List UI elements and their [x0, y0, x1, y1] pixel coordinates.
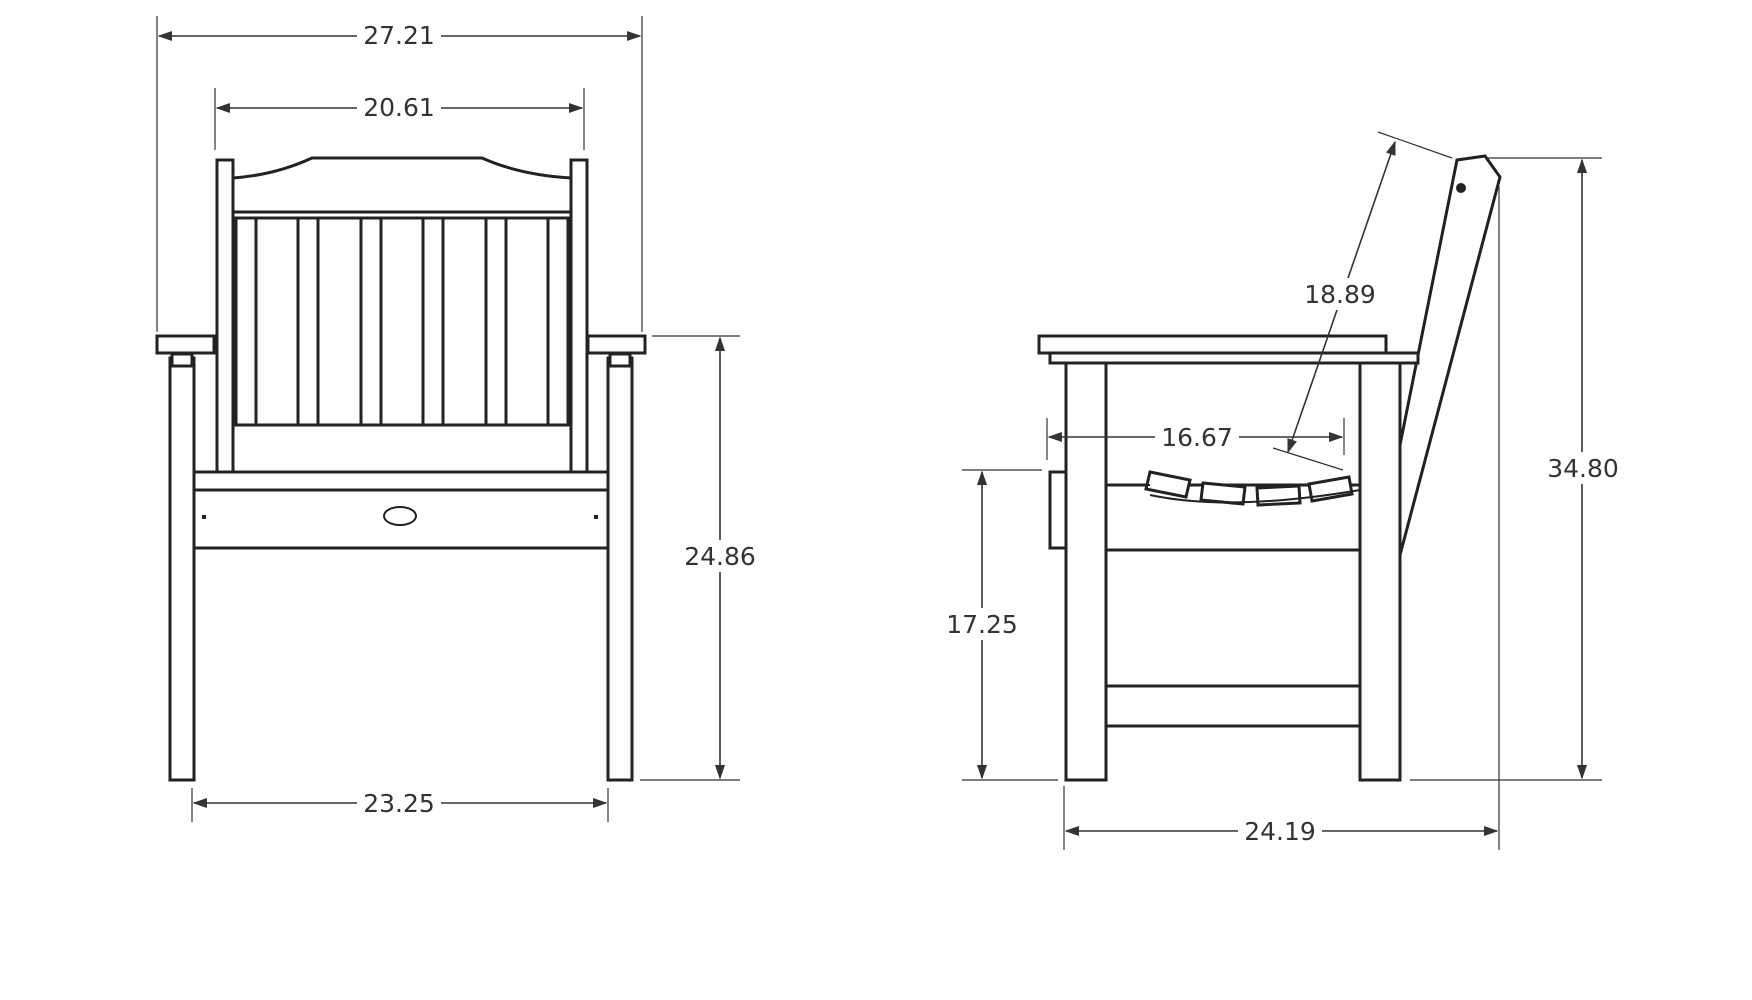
- side-seat-slats: [1106, 470, 1361, 507]
- front-lower-back-rail: [231, 423, 573, 475]
- side-front-seat-block: [1048, 470, 1068, 550]
- dim-side-seat-depth: 16.67: [1161, 423, 1233, 452]
- logo-plaque-icon: [383, 506, 417, 526]
- front-right-armrest: [586, 334, 647, 355]
- front-left-leg: [168, 356, 196, 782]
- dim-side-overall-depth: 24.19: [1244, 817, 1316, 846]
- front-back-slats: [234, 216, 570, 427]
- dim-front-arm-height: 24.86: [684, 542, 756, 571]
- side-armrest: [1037, 334, 1388, 355]
- front-right-arm-bracket: [608, 352, 632, 368]
- side-rear-leg: [1358, 360, 1402, 782]
- dim-front-leg-span: 23.25: [363, 789, 435, 818]
- pivot-bolt-icon: [1456, 183, 1466, 193]
- screw-icon: [202, 515, 206, 519]
- dim-side-seat-height: 17.25: [946, 610, 1018, 639]
- screw-icon: [594, 515, 598, 519]
- front-right-leg: [606, 356, 634, 782]
- front-dimensions: 27.21 20.61 24.86 23.25: [156, 16, 760, 822]
- front-seat-edge: [192, 470, 610, 492]
- side-dimensions: 18.89 16.67 17.25 34.80 24.19: [946, 131, 1622, 850]
- dim-side-overall-height: 34.80: [1547, 454, 1619, 483]
- dim-front-overall-width: 27.21: [363, 21, 435, 50]
- front-top-rail: [231, 156, 573, 214]
- side-view: [1037, 154, 1502, 782]
- front-left-back-post: [215, 158, 235, 477]
- dim-front-back-width: 20.61: [363, 93, 435, 122]
- front-left-armrest: [155, 334, 216, 355]
- side-stretcher: [1104, 684, 1362, 728]
- front-apron: [192, 488, 610, 550]
- side-arm-rail: [1048, 351, 1420, 365]
- front-right-back-post: [569, 158, 589, 477]
- side-front-leg: [1064, 360, 1108, 782]
- front-view: [155, 156, 647, 782]
- front-top-rail-underside: [231, 210, 573, 220]
- front-left-arm-bracket: [170, 352, 194, 368]
- dim-side-back-length: 18.89: [1304, 280, 1376, 309]
